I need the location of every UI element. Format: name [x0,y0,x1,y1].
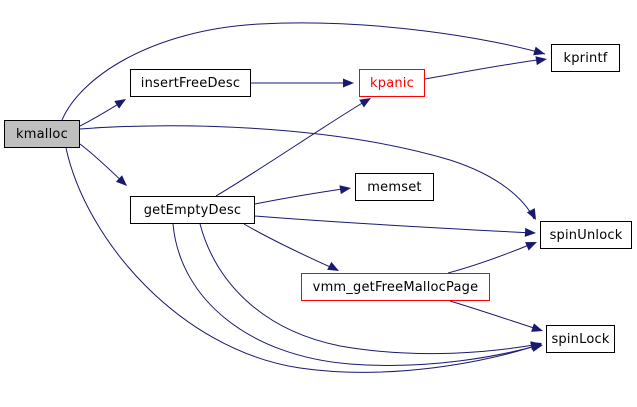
node-label-spinLock: spinLock [551,331,610,347]
edge-getEmptyDesc-spinLock2 [172,223,541,366]
edge-kpanic-kprintf [424,58,546,80]
arrowhead-ah-getempty-spinlock2 [531,343,543,352]
edge-getEmptyDesc-spinUnlock [254,215,534,234]
node-kprintf[interactable]: kprintf [551,44,620,72]
arrowhead-ah-kmalloc-insert [114,99,126,109]
edge-vmm-spinUnlock [447,242,535,274]
node-label-vmm_getFreeMallocPage: vmm_getFreeMallocPage [312,279,479,295]
node-kpanic[interactable]: kpanic [359,69,425,97]
node-getEmptyDesc[interactable]: getEmptyDesc [130,196,255,224]
arrowhead-ah-getempty-spinunlk [524,227,536,237]
edge-vmm-spinLock [449,300,541,331]
node-memset[interactable]: memset [355,173,434,201]
node-label-kpanic: kpanic [370,75,414,91]
arrowhead-ah-vmm-spinlock [531,323,543,332]
arrowhead-ah-insert-kpanic [343,78,354,88]
arrowhead-ah-vmm-spinunlock [525,242,537,251]
node-kmalloc[interactable]: kmalloc [4,120,80,148]
node-vmm_getFreeMallocPage[interactable]: vmm_getFreeMallocPage [301,273,490,301]
node-label-kprintf: kprintf [563,50,608,66]
node-spinUnlock[interactable]: spinUnlock [540,221,632,249]
arrowhead-ah-getempty-vmm [327,261,339,271]
edge-getEmptyDesc-kpanic [215,98,370,197]
node-label-memset: memset [367,179,422,195]
node-spinLock[interactable]: spinLock [546,325,615,353]
node-label-kmalloc: kmalloc [16,126,68,142]
edge-kmalloc-spinLock [65,147,541,373]
arrowhead-ah-getempty-kpanic [359,98,371,108]
edge-getEmptyDesc-memset [254,187,350,205]
node-label-insertFreeDesc: insertFreeDesc [140,75,241,91]
node-label-getEmptyDesc: getEmptyDesc [143,202,242,218]
arrowhead-ah-kmalloc-kprintf [533,46,545,56]
arrowhead-ah-getempty-memset [339,185,351,195]
arrowhead-ah-kpanic-kprintf [535,56,547,66]
edge-getEmptyDesc-vmm [243,223,338,271]
arrowhead-ah-kmalloc-getempty [115,175,127,186]
arrowhead-ah-kmalloc-spinunlock [526,208,536,220]
edge-getEmptyDesc-spinLock [199,223,540,355]
node-insertFreeDesc[interactable]: insertFreeDesc [130,69,251,97]
edge-kmalloc-spinUnlock [79,125,535,220]
node-label-spinUnlock: spinUnlock [549,227,623,243]
edge-kmalloc-kprintf [61,22,546,121]
